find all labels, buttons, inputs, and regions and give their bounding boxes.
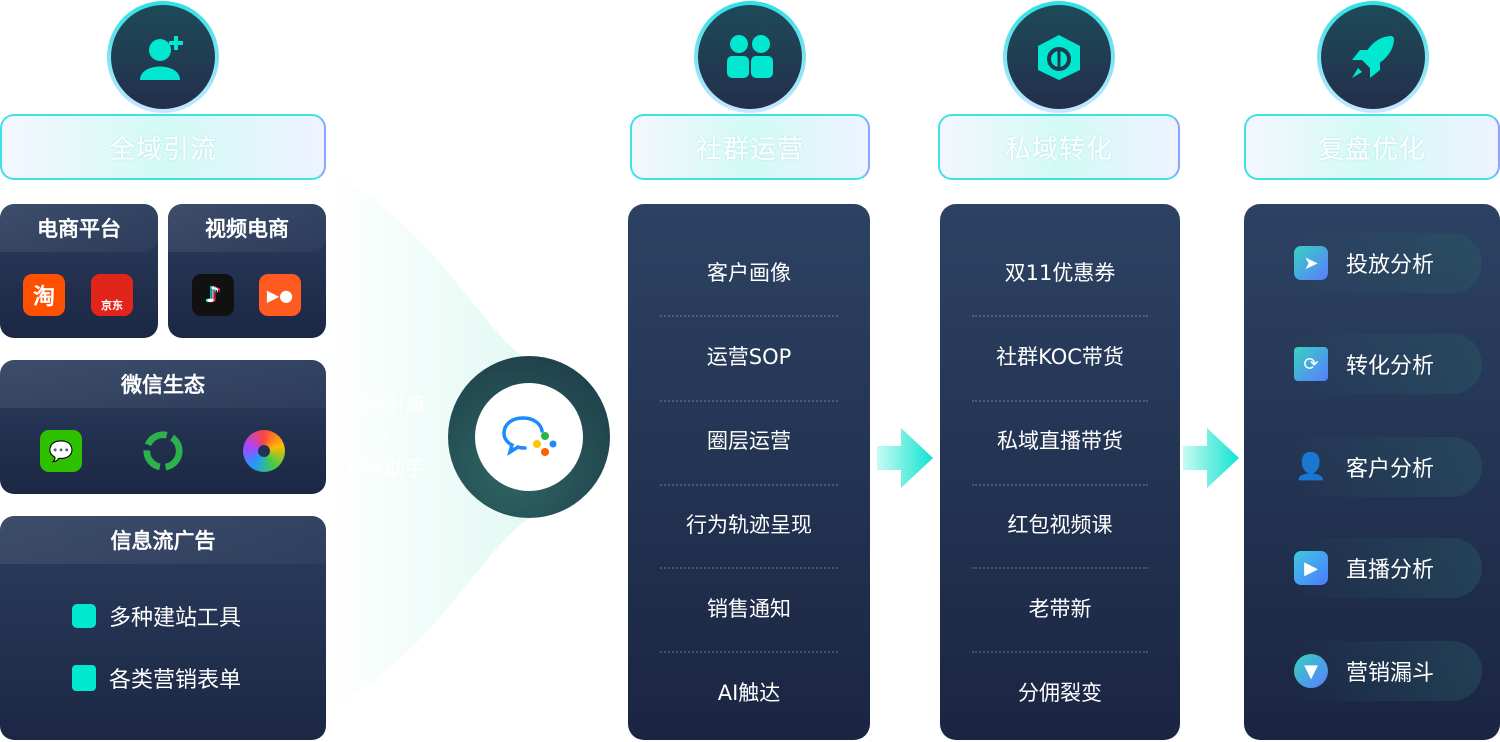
list-item: 运营SOP	[706, 345, 792, 369]
card-title: 电商平台	[0, 204, 158, 252]
site-builder-icon	[72, 604, 96, 628]
review-label: 转化分析	[1346, 354, 1435, 379]
conversion-list: 双11优惠券 社群KOC带货 私域直播带货 红包视频课 老带新 分佣裂变	[940, 204, 1180, 740]
list-item: 销售通知	[707, 597, 791, 621]
taobao-logo: 淘	[23, 274, 65, 316]
review-label: 投放分析	[1346, 253, 1435, 278]
card-video: 视频电商 ♪ ▶●	[168, 204, 326, 338]
feed-item: 各类营销表单	[72, 662, 241, 694]
stage-pill-traffic: 全域引流	[0, 114, 326, 180]
card-feed-ads: 信息流广告 多种建站工具 各类营销表单	[0, 516, 326, 740]
paper-plane-icon: ➤	[1294, 246, 1328, 280]
funnel-text: 活码引流 + 获客助手	[335, 388, 435, 484]
review-list: ➤ 投放分析 ⟳ 转化分析 👤 客户分析 ▶ 直播分析 ▼ 营销漏斗	[1244, 204, 1500, 740]
list-item: 客户画像	[707, 261, 791, 285]
card-title: 微信生态	[0, 360, 326, 408]
list-item: 双11优惠券	[1004, 261, 1116, 285]
rocket-icon	[1352, 36, 1394, 78]
list-item: 圈层运营	[707, 429, 791, 453]
channels-logo	[142, 430, 184, 472]
cube-refresh-icon	[1038, 35, 1080, 80]
moments-logo	[243, 430, 285, 472]
review-label: 直播分析	[1346, 558, 1435, 583]
arrow-right-icon	[877, 428, 933, 488]
stage-icon-review	[1317, 1, 1429, 113]
stage-icon-community	[694, 1, 806, 113]
review-item: ⟳ 转化分析	[1284, 334, 1482, 394]
review-item: ▼ 营销漏斗	[1284, 641, 1482, 701]
funnel-glow	[326, 170, 546, 710]
customer-list-icon: 👤	[1294, 452, 1328, 482]
wechat-logo: 💬	[40, 430, 82, 472]
jd-logo: 京东	[91, 274, 133, 316]
review-label: 营销漏斗	[1346, 661, 1435, 686]
list-item: 分佣裂变	[1018, 681, 1102, 705]
stage-pill-community: 社群运营	[630, 114, 870, 180]
list-item: 老带新	[1028, 597, 1092, 621]
arrow-right-icon	[1183, 428, 1239, 488]
review-item: ▶ 直播分析	[1284, 538, 1482, 598]
wecom-icon	[475, 383, 583, 491]
funnel-line1: 活码引流	[345, 392, 425, 416]
cube-icon: ⟳	[1294, 347, 1328, 381]
group-icon	[727, 35, 773, 78]
list-item: 社群KOC带货	[996, 345, 1124, 369]
card-ecommerce: 电商平台 淘 京东	[0, 204, 158, 338]
list-item: 行为轨迹呈现	[686, 513, 812, 537]
review-item: ➤ 投放分析	[1284, 233, 1482, 293]
feed-item: 多种建站工具	[72, 600, 241, 632]
funnel-icon: ▼	[1294, 654, 1328, 688]
list-item: 红包视频课	[1007, 513, 1113, 537]
douyin-logo: ♪	[192, 274, 234, 316]
list-item: 私域直播带货	[997, 429, 1123, 453]
funnel-plus: +	[378, 426, 392, 445]
tv-play-icon: ▶	[1294, 551, 1328, 585]
feed-item-label: 多种建站工具	[109, 606, 242, 631]
stage-pill-review: 复盘优化	[1244, 114, 1500, 180]
card-title: 信息流广告	[0, 516, 326, 564]
card-wechat: 微信生态 💬	[0, 360, 326, 494]
stage-pill-conversion: 私域转化	[938, 114, 1180, 180]
wecom-hub	[448, 356, 610, 518]
clipboard-form-icon	[72, 665, 96, 691]
review-item: 👤 客户分析	[1284, 437, 1482, 497]
review-label: 客户分析	[1346, 457, 1435, 482]
user-add-icon	[140, 36, 183, 80]
card-title: 视频电商	[168, 204, 326, 252]
kuaishou-logo: ▶●	[259, 274, 301, 316]
funnel-line2: 获客助手	[345, 456, 425, 480]
feed-item-label: 各类营销表单	[109, 668, 242, 693]
list-item: AI触达	[717, 681, 781, 705]
stage-icon-conversion	[1003, 1, 1115, 113]
stage-icon-traffic	[107, 1, 219, 113]
community-list: 客户画像 运营SOP 圈层运营 行为轨迹呈现 销售通知 AI触达	[628, 204, 870, 740]
